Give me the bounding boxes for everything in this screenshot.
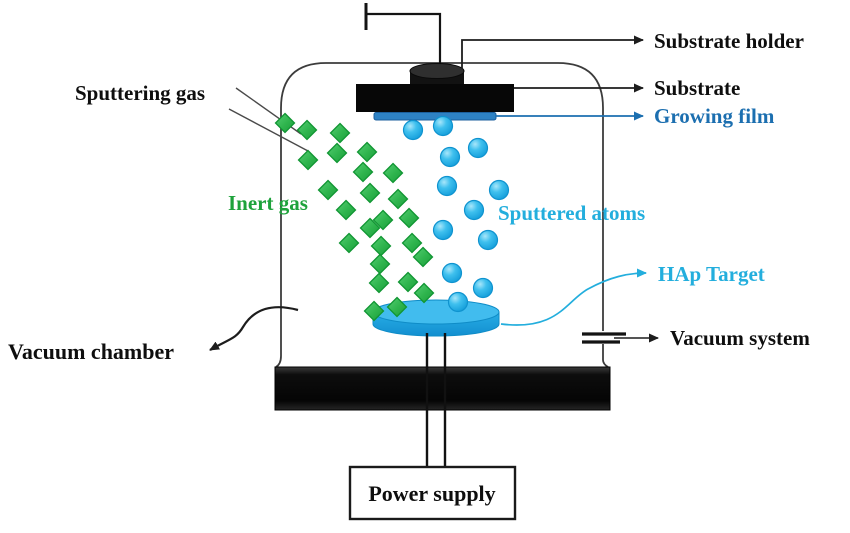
- inert-gas-particle: [359, 182, 381, 204]
- substrate-label: Substrate: [654, 76, 740, 100]
- chamber-wall-right-lower: [602, 344, 609, 368]
- inert-gas-particle: [335, 199, 357, 221]
- inert-gas-particle: [413, 282, 435, 304]
- inert-gas-label: Inert gas: [228, 191, 308, 215]
- inert-gas-particle: [274, 112, 296, 134]
- sputtered-atom-particle: [432, 219, 454, 241]
- inert-gas-particle: [352, 161, 374, 183]
- ground-electrode: [364, 3, 442, 68]
- sputtered-atoms-label: Sputtered atoms: [498, 201, 645, 225]
- inert-gas-particle: [317, 179, 339, 201]
- inert-gas-particle: [338, 232, 360, 254]
- inert-gas-particle: [372, 209, 394, 231]
- sputtered-atoms-particles: [402, 115, 510, 313]
- chamber-base: [274, 366, 611, 411]
- inert-gas-particles: [274, 112, 435, 322]
- inert-gas-particle: [356, 141, 378, 163]
- growing-film-label: Growing film: [654, 104, 775, 128]
- vacuum-chamber-pointer: [209, 306, 299, 351]
- vacuum-system-label: Vacuum system: [670, 326, 810, 350]
- hap-target-pointer: [500, 268, 647, 326]
- sputtered-atom-particle: [477, 229, 499, 251]
- sputtered-atom-particle: [432, 115, 454, 137]
- vacuum-chamber-outline: [275, 62, 609, 368]
- vacuum-chamber-label: Vacuum chamber: [8, 339, 174, 364]
- inert-gas-particle: [387, 188, 409, 210]
- inert-gas-particle: [359, 217, 381, 239]
- power-supply-label: Power supply: [368, 481, 495, 506]
- sputtered-atom-particle: [467, 137, 489, 159]
- inert-gas-particle: [297, 149, 319, 171]
- ground-wire: [367, 12, 442, 68]
- inert-gas-particle: [368, 272, 390, 294]
- inert-gas-particle: [369, 253, 391, 275]
- chamber-wall-left-top-right: [275, 62, 604, 368]
- sputtered-atom-particle: [463, 199, 485, 221]
- sputtering-gas-pointer-lower: [228, 108, 309, 152]
- growing-film-bar: [373, 112, 497, 121]
- sputtered-atom-particle: [402, 119, 424, 141]
- substrate-holder-pointer: [461, 35, 644, 68]
- knob-top: [409, 63, 465, 79]
- inert-gas-particle: [326, 142, 348, 164]
- inert-gas-particle: [386, 296, 408, 318]
- hap-target-label: HAp Target: [658, 262, 765, 286]
- inert-gas-particle: [370, 235, 392, 257]
- sputtering-gas-label: Sputtering gas: [75, 81, 205, 105]
- inert-gas-particle: [398, 207, 420, 229]
- sputtered-atom-particle: [447, 291, 469, 313]
- inert-gas-particle: [401, 232, 423, 254]
- substrate-holder-knob: [409, 63, 465, 85]
- sputtered-atom-particle: [441, 262, 463, 284]
- sputtered-atom-particle: [472, 277, 494, 299]
- inert-gas-particle: [412, 246, 434, 268]
- sputtered-atom-particle: [436, 175, 458, 197]
- substrate-block: [356, 84, 514, 112]
- inert-gas-particle: [363, 300, 385, 322]
- inert-gas-particle: [296, 119, 318, 141]
- inert-gas-particle: [397, 271, 419, 293]
- power-supply-box: [348, 465, 517, 521]
- sputtered-atom-particle: [439, 146, 461, 168]
- inert-gas-particle: [329, 122, 351, 144]
- inert-gas-particle: [382, 162, 404, 184]
- vacuum-port: [582, 332, 626, 344]
- substrate-holder-label: Substrate holder: [654, 29, 804, 53]
- sputtered-atom-particle: [488, 179, 510, 201]
